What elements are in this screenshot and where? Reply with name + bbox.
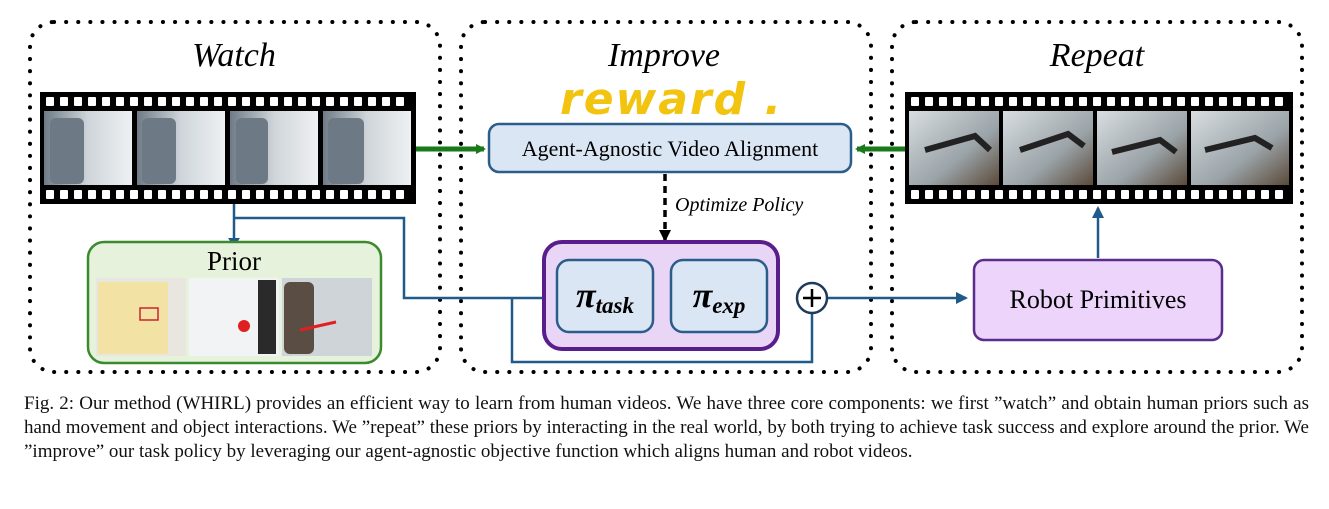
pi-exp-box (669, 258, 769, 334)
robot-video-filmstrip (905, 92, 1293, 204)
flow-connectors (232, 204, 1104, 364)
optimize-policy-label: Optimize Policy (675, 194, 803, 216)
pi-exp-label: πexp (693, 275, 746, 318)
watch-title: Watch (192, 37, 276, 74)
alignment-label: Agent-Agnostic Video Alignment (522, 136, 818, 161)
human-video-filmstrip (40, 92, 416, 204)
improve-section (459, 20, 873, 374)
alignment-box (487, 122, 853, 174)
handwritten-reward-note: reward . (560, 74, 783, 125)
prior-thumbnails (96, 278, 372, 356)
method-diagram: Watch Improve Repeat reward . (28, 20, 1304, 374)
watch-section (28, 20, 442, 374)
robot-primitives-label: Robot Primitives (1010, 285, 1187, 314)
diagram-svg: Watch Improve Repeat reward . (28, 20, 1304, 374)
repeat-section (890, 20, 1304, 374)
robot-primitives-box (972, 258, 1224, 342)
improve-title: Improve (607, 37, 720, 74)
figure-caption: Fig. 2: Our method (WHIRL) provides an e… (24, 393, 1309, 462)
sum-node (795, 281, 829, 315)
repeat-title: Repeat (1049, 37, 1146, 74)
pi-task-label: πtask (576, 275, 634, 318)
pi-task-box (555, 258, 655, 334)
prior-label: Prior (207, 246, 261, 276)
